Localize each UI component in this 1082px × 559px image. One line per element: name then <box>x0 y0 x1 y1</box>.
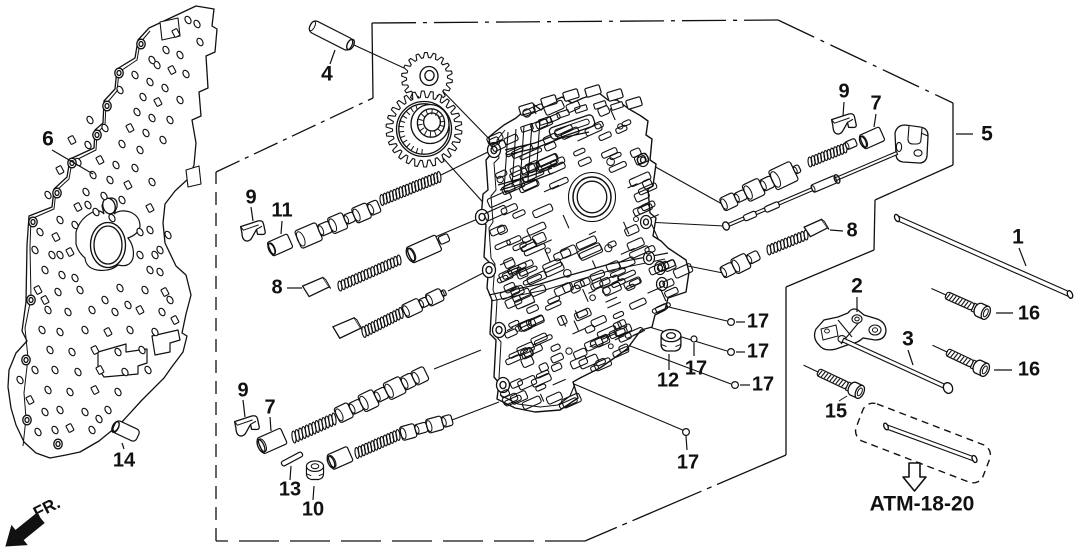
svg-text:2: 2 <box>851 275 863 298</box>
svg-text:6: 6 <box>42 128 54 151</box>
svg-text:8: 8 <box>846 219 857 241</box>
svg-text:17: 17 <box>752 373 774 395</box>
svg-text:9: 9 <box>237 379 248 401</box>
svg-text:7: 7 <box>264 396 275 418</box>
svg-text:16: 16 <box>1018 302 1040 324</box>
svg-text:11: 11 <box>271 199 292 221</box>
svg-text:8: 8 <box>271 276 282 298</box>
svg-text:9: 9 <box>245 186 256 208</box>
svg-text:17: 17 <box>747 310 769 332</box>
svg-text:5: 5 <box>981 123 993 146</box>
svg-text:4: 4 <box>321 63 333 86</box>
svg-text:14: 14 <box>113 449 136 471</box>
svg-text:15: 15 <box>825 400 847 422</box>
svg-text:17: 17 <box>677 451 699 473</box>
svg-text:16: 16 <box>1018 358 1040 380</box>
svg-text:7: 7 <box>870 92 881 114</box>
svg-text:17: 17 <box>747 340 769 362</box>
svg-text:13: 13 <box>279 478 301 500</box>
svg-text:3: 3 <box>902 328 914 351</box>
svg-text:ATM-18-20: ATM-18-20 <box>870 493 975 516</box>
svg-text:9: 9 <box>838 80 849 102</box>
svg-text:1: 1 <box>1012 226 1024 249</box>
svg-text:10: 10 <box>302 498 324 520</box>
svg-text:12: 12 <box>657 369 679 391</box>
svg-text:17: 17 <box>685 357 707 379</box>
